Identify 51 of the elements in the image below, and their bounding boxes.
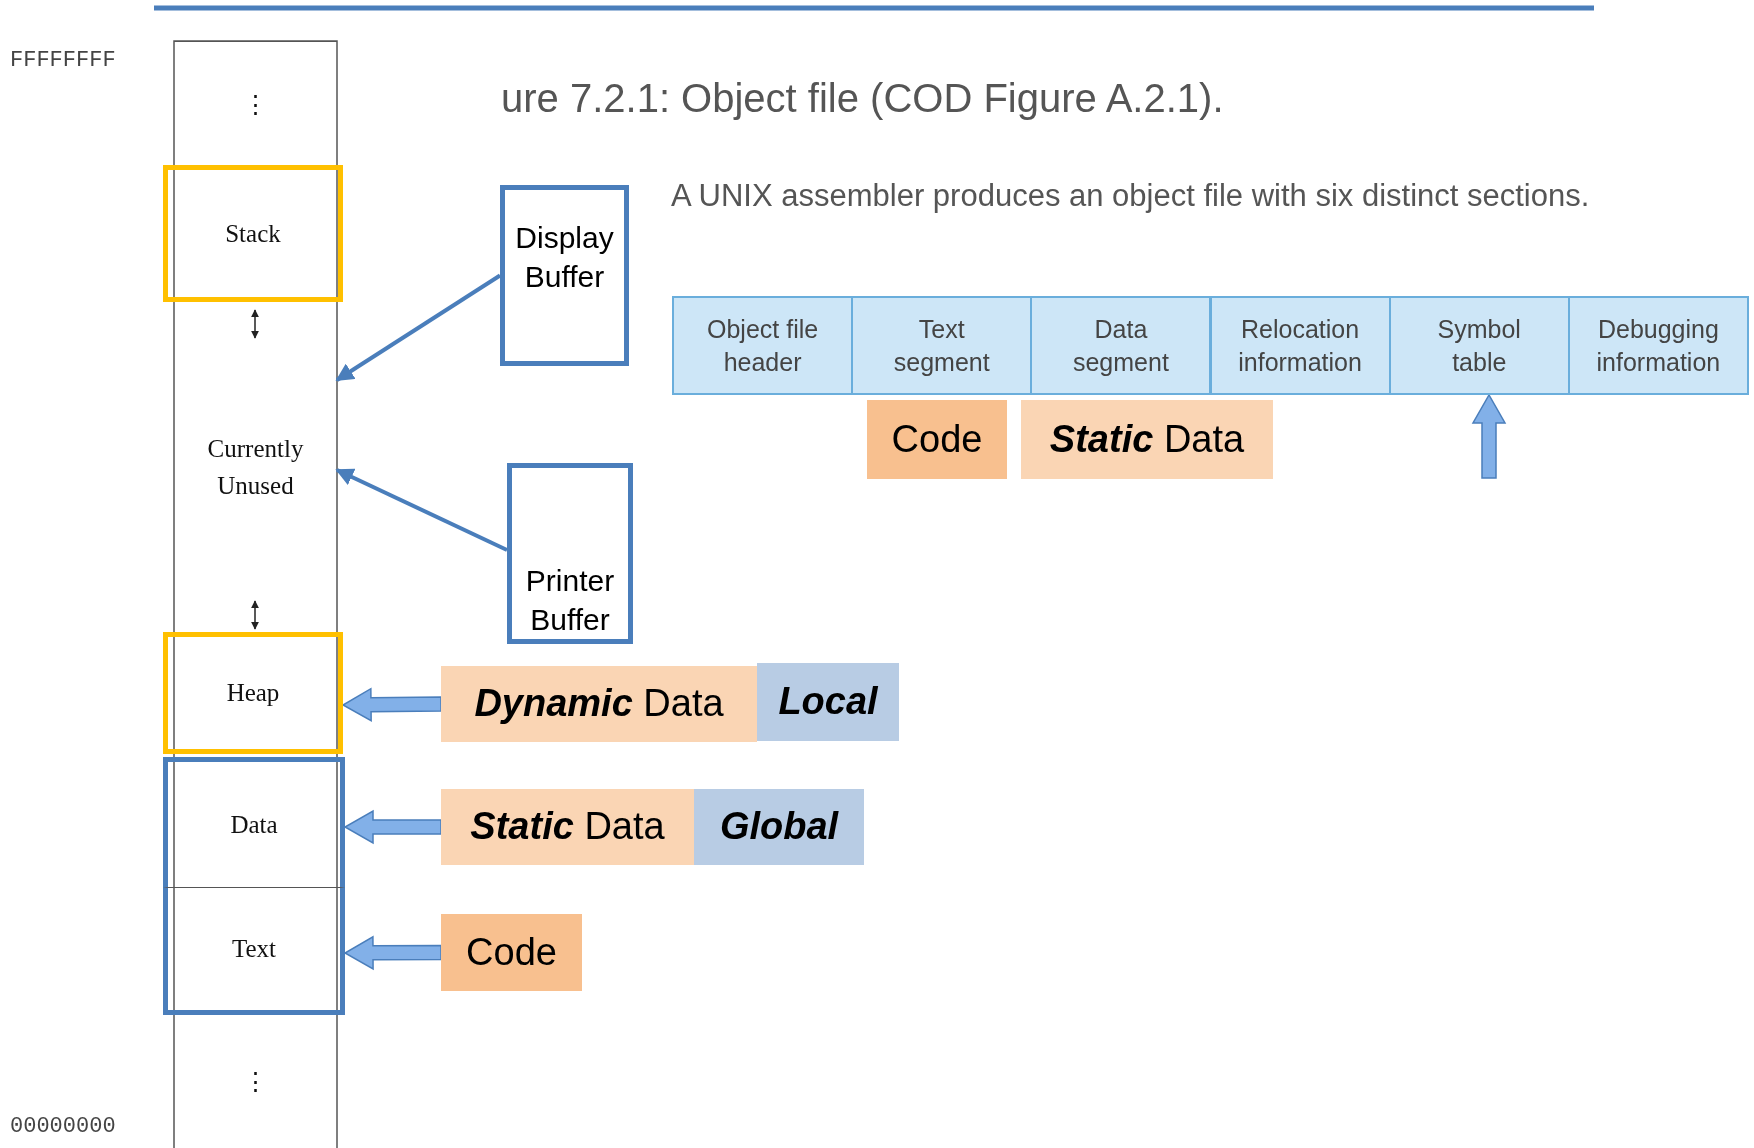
tag-box (441, 666, 757, 742)
tag-box (1021, 400, 1273, 479)
segment-label: Text (231, 934, 277, 965)
tag-label: Dynamic Data (474, 683, 724, 725)
buffer-label: Display Buffer (514, 220, 615, 295)
block-arrow (343, 935, 442, 971)
segment-label: Heap (226, 678, 280, 709)
segment-label: Currently Unused (206, 433, 305, 501)
tag-label: Static Data (1049, 418, 1245, 461)
tag-box (757, 663, 899, 741)
tag-label: Static Data (470, 806, 665, 848)
section-label: Debugging information (1595, 314, 1722, 378)
buffer-box (500, 185, 629, 366)
tag-label: Local (778, 681, 878, 723)
segment-label: ⋮ (243, 89, 268, 120)
table-cell (1030, 296, 1212, 395)
tag-box (867, 400, 1007, 479)
memory-segment (163, 632, 343, 754)
block-arrow (1471, 393, 1507, 479)
section-label: Relocation information (1237, 314, 1363, 378)
section-label: Object file header (706, 314, 820, 378)
tag-label: Global (719, 806, 839, 848)
block-arrow (343, 809, 442, 845)
description-text: A UNIX assembler produces an object file with six distinct sections. (671, 178, 1590, 214)
segment-label: Stack (225, 218, 281, 249)
block-arrow (341, 687, 442, 722)
buffer-box (507, 463, 633, 644)
section-label: Data segment (1071, 314, 1170, 378)
tag-label: Code (466, 931, 557, 974)
table-cell (851, 296, 1033, 395)
segment-label: Data (230, 809, 278, 840)
table-cell (1388, 296, 1570, 395)
segment-label: ⋮ (243, 1066, 268, 1097)
tag-box (694, 789, 864, 865)
tag-box (441, 789, 694, 865)
address-label: FFFFFFFF (10, 48, 116, 73)
arrow (335, 468, 508, 552)
table-cell (1567, 296, 1749, 395)
memory-segment (163, 888, 345, 1015)
buffer-label: Printer Buffer (524, 563, 616, 638)
section-label: Text segment (892, 314, 991, 378)
tag-label: Code (891, 418, 983, 461)
memory-segment (163, 165, 343, 302)
table-cell (1209, 296, 1391, 395)
memory-segment (163, 757, 345, 888)
section-label: Symbol table (1436, 314, 1522, 378)
figure-title: ure 7.2.1: Object file (COD Figure A.2.1). (501, 76, 1224, 121)
tag-box (441, 914, 582, 991)
address-label: 00000000 (10, 1114, 116, 1139)
arrow (335, 273, 502, 382)
table-cell (672, 296, 854, 395)
